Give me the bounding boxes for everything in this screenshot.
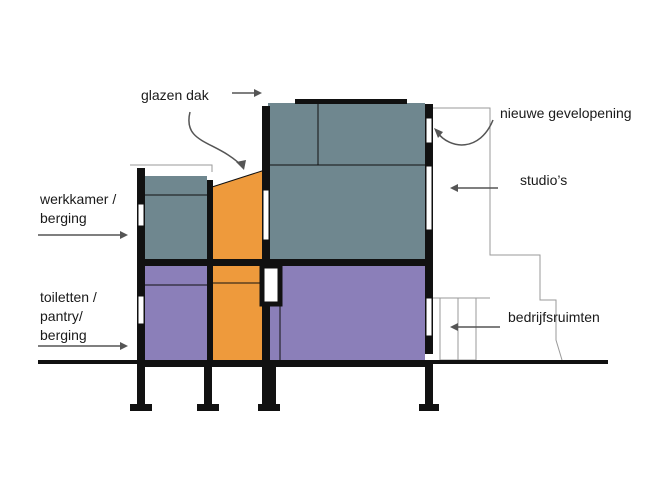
interior-lines (145, 103, 425, 360)
label-werkkamer-line1: werkkamer / (40, 191, 117, 207)
arrow-glazen-dak (188, 111, 245, 169)
windows (137, 117, 433, 337)
label-nieuwe-gevelopening: nieuwe gevelopening (500, 105, 632, 121)
label-werkkamer-line2: berging (40, 210, 87, 226)
label-toiletten-line1: toiletten / (40, 289, 97, 305)
room-studios-upper (268, 103, 425, 262)
label-toiletten-line2: pantry/ (40, 308, 83, 324)
room-toiletten-lower-left (145, 266, 207, 360)
label-glazen-dak: glazen dak (141, 87, 209, 103)
room-bedrijfsruimten (268, 266, 425, 360)
label-bedrijfsruimten: bedrijfsruimten (508, 309, 600, 325)
label-studios: studio’s (520, 172, 568, 188)
arrow-heads (120, 89, 458, 350)
label-arrows (38, 92, 500, 347)
arrow-gevelopening (436, 119, 494, 146)
label-toiletten-line3: berging (40, 327, 87, 343)
room-werkkamer-upper-left (145, 176, 207, 262)
